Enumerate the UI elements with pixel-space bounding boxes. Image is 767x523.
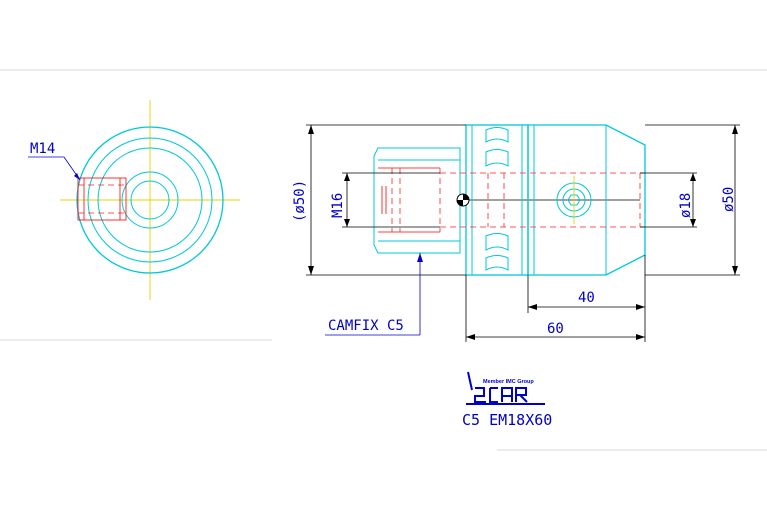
dim-outer-diameter-right-label: ø50 [721, 187, 737, 212]
end-view-inner-ring [97, 147, 203, 253]
camfix-shank [373, 147, 461, 254]
flange-slot-bottom [485, 255, 509, 271]
end-view-thread-hole [77, 177, 127, 221]
dim-length-40: 40 [527, 255, 646, 313]
camfix-label: CAMFIX C5 [328, 318, 404, 334]
dim-length-60: 60 [465, 275, 646, 342]
dim-bore-diameter: ø18 [640, 172, 697, 228]
dim-outer-diameter-right: ø50 [645, 124, 740, 276]
dim-length-40-label: 40 [578, 290, 595, 306]
camfix-callout: CAMFIX C5 [325, 253, 423, 336]
end-view-bore-inner [130, 180, 170, 220]
part-number: C5 EM18X60 [462, 411, 552, 429]
end-view [60, 100, 240, 300]
dim-outer-diameter-left-label: (ø50) [292, 180, 308, 222]
dim-thread-m16-label: M16 [330, 193, 346, 218]
dim-length-60-label: 60 [547, 321, 564, 337]
end-view-outer-circle [76, 126, 224, 274]
dim-thread-m16: M16 [330, 172, 440, 228]
logo-mark [467, 371, 528, 403]
flange-slot-upper [485, 149, 509, 167]
logo-member-text: Member IMC Group [483, 379, 534, 385]
end-view-mid-circle [87, 137, 213, 263]
view-borders [0, 69, 767, 451]
dim-outer-diameter-left: (ø50) [292, 124, 466, 276]
clamp-screw-hex [567, 194, 581, 206]
m14-label: M14 [30, 141, 55, 157]
side-view [373, 124, 646, 276]
m14-callout: M14 [28, 141, 81, 181]
iscar-logo: Member IMC Group iscar [466, 371, 545, 405]
flange-slot-top [485, 127, 509, 143]
dim-bore-diameter-label: ø18 [678, 193, 694, 218]
flange-slot-lower [485, 233, 509, 251]
end-view-bore-outer [121, 171, 179, 229]
